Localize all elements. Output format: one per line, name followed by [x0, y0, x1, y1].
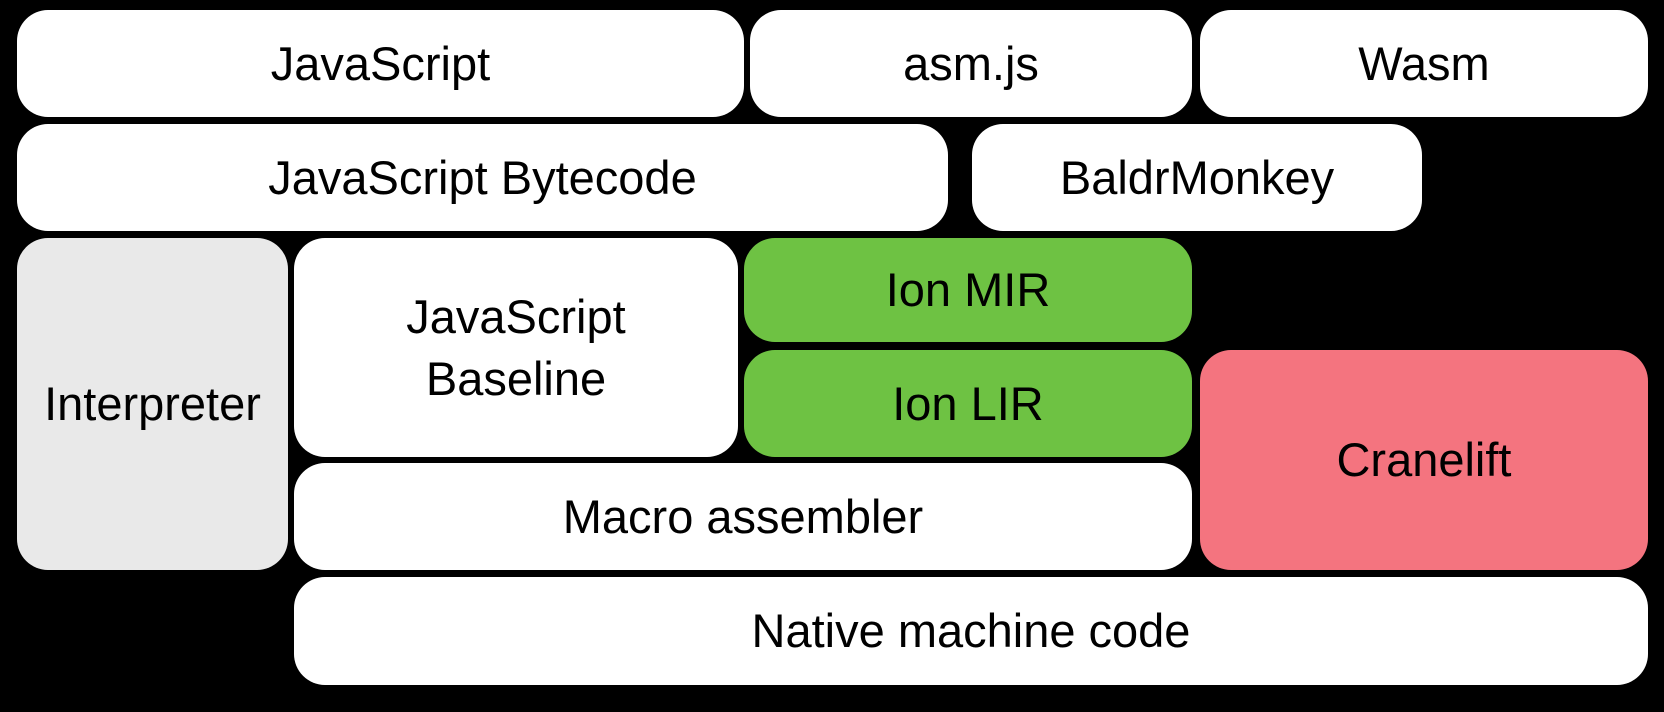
box-javascript-baseline-line1: JavaScript — [406, 289, 626, 343]
box-ion-mir: Ion MIR — [744, 238, 1192, 342]
box-macro-assembler: Macro assembler — [294, 463, 1192, 570]
box-javascript-baseline-line2: Baseline — [425, 351, 607, 405]
box-macro-assembler-label: Macro assembler — [562, 489, 924, 543]
box-wasm: Wasm — [1200, 10, 1648, 117]
box-ion-lir-label: Ion LIR — [892, 376, 1044, 430]
box-native-machine-code-label: Native machine code — [751, 604, 1191, 657]
box-cranelift-label: Cranelift — [1336, 433, 1512, 486]
box-javascript: JavaScript — [17, 10, 744, 117]
box-interpreter-label: Interpreter — [44, 377, 261, 430]
box-baldrmonkey: BaldrMonkey — [972, 124, 1422, 231]
box-javascript-baseline: JavaScript Baseline — [294, 238, 738, 457]
box-javascript-baseline-label: JavaScript Baseline — [406, 286, 625, 410]
box-asmjs: asm.js — [750, 10, 1192, 117]
box-native-machine-code: Native machine code — [294, 577, 1648, 685]
box-javascript-bytecode: JavaScript Bytecode — [17, 124, 948, 231]
box-wasm-label: Wasm — [1358, 36, 1490, 90]
box-javascript-label: JavaScript — [270, 36, 491, 90]
box-interpreter: Interpreter — [17, 238, 288, 570]
box-ion-mir-label: Ion MIR — [885, 263, 1051, 316]
box-javascript-bytecode-label: JavaScript Bytecode — [268, 150, 697, 204]
box-baldrmonkey-label: BaldrMonkey — [1059, 150, 1335, 204]
box-cranelift: Cranelift — [1200, 350, 1648, 570]
box-asmjs-label: asm.js — [903, 36, 1039, 90]
box-ion-lir: Ion LIR — [744, 350, 1192, 457]
